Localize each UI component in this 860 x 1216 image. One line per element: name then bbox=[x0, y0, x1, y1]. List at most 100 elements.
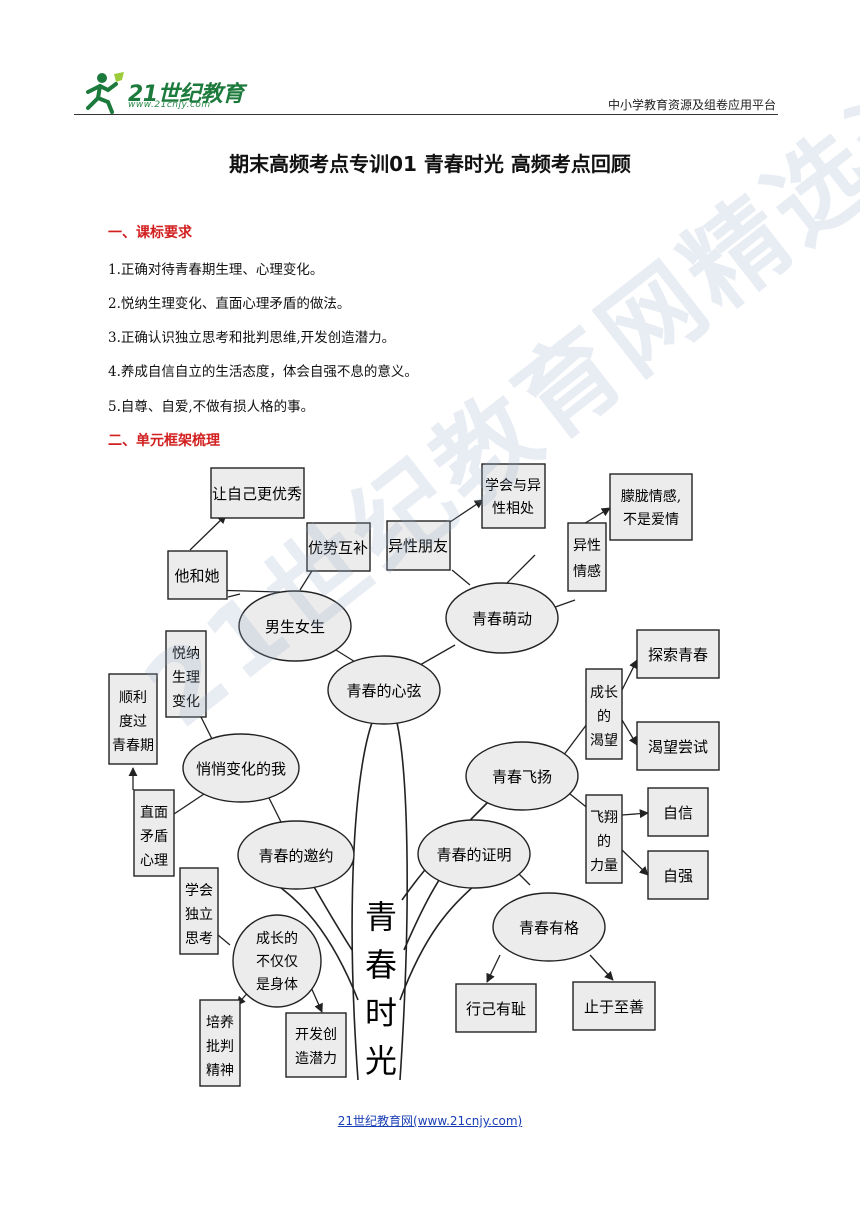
box-label: 止于至善 bbox=[584, 998, 644, 1016]
box-label: 的 bbox=[597, 834, 611, 850]
oval-prove: 青春的证明 bbox=[417, 819, 531, 889]
oval-label: 青春飞扬 bbox=[492, 768, 552, 786]
box-hazy: 朦胧情感, 不是爱情 bbox=[609, 473, 693, 541]
box-face: 直面 矛盾 心理 bbox=[133, 789, 175, 877]
box-label: 思考 bbox=[185, 931, 213, 947]
box-critical: 培养 批判 精神 bbox=[199, 999, 241, 1087]
box-label: 批判 bbox=[206, 1039, 234, 1055]
trunk-char: 青 bbox=[365, 898, 397, 936]
box-label: 学会 bbox=[185, 883, 213, 899]
oval-bud: 青春萌动 bbox=[445, 582, 559, 654]
box-label: 开发创 bbox=[295, 1027, 337, 1043]
box-label: 渴望 bbox=[590, 733, 618, 749]
box-perfect: 止于至善 bbox=[572, 981, 656, 1031]
box-label: 心理 bbox=[140, 853, 168, 869]
box-better: 让自己更优秀 bbox=[210, 467, 305, 519]
oval-style: 青春有格 bbox=[492, 892, 606, 962]
box-try: 渴望尝试 bbox=[636, 721, 720, 771]
box-label: 让自己更优秀 bbox=[212, 485, 302, 503]
oval-label: 悄悄变化的我 bbox=[196, 760, 286, 778]
box-label: 学会与异 bbox=[485, 478, 541, 494]
box-label: 直面 bbox=[140, 804, 168, 821]
box-label: 性相处 bbox=[492, 501, 534, 517]
box-label: 异性朋友 bbox=[388, 537, 448, 555]
box-opposite-friend: 异性朋友 bbox=[386, 520, 451, 571]
oval-label: 青春萌动 bbox=[472, 610, 532, 628]
box-label: 青春期 bbox=[112, 738, 154, 754]
page-header: 21世纪教育 www.21cnjy.com 中小学教育资源及组卷应用平台 bbox=[74, 68, 778, 115]
site-logo: 21世纪教育 www.21cnjy.com bbox=[78, 70, 258, 114]
header-tagline: 中小学教育资源及组卷应用平台 bbox=[607, 98, 776, 112]
oval-invite: 青春的邀约 bbox=[237, 820, 355, 890]
box-label: 变化 bbox=[172, 694, 200, 710]
section-heading-framework: 二、单元框架梳理 bbox=[108, 433, 220, 449]
box-label: 朦胧情感, bbox=[621, 488, 681, 505]
box-confident: 自信 bbox=[647, 787, 709, 837]
box-think: 学会 独立 思考 bbox=[179, 867, 219, 955]
box-label: 矛盾 bbox=[140, 829, 168, 845]
oval-boygirl: 男生女生 bbox=[238, 590, 352, 662]
oval-label: 青春的心弦 bbox=[346, 682, 421, 700]
box-label: 的 bbox=[597, 709, 611, 725]
oval-label: 男生女生 bbox=[265, 618, 325, 636]
box-shame: 行己有耻 bbox=[455, 983, 537, 1033]
oval-heart: 青春的心弦 bbox=[327, 655, 441, 725]
box-accept: 悦纳 生理 变化 bbox=[165, 630, 207, 718]
box-label: 探索青春 bbox=[648, 646, 708, 664]
section-heading-requirements: 一、课标要求 bbox=[108, 225, 192, 241]
oval-label: 青春有格 bbox=[519, 919, 579, 937]
box-label: 异性 bbox=[573, 538, 601, 554]
box-label: 造潜力 bbox=[295, 1051, 337, 1067]
box-label: 飞翔 bbox=[590, 810, 618, 826]
logo-text: 21世纪教育 bbox=[128, 82, 244, 107]
oval-grow: 成长的 不仅仅 是身体 bbox=[232, 914, 322, 1008]
box-desire: 成长 的 渴望 bbox=[585, 668, 623, 760]
box-label: 自强 bbox=[663, 867, 693, 885]
box-label: 自信 bbox=[663, 804, 693, 822]
box-label: 顺利 bbox=[119, 690, 147, 706]
oval-label: 成长的 bbox=[256, 931, 298, 947]
requirement-item: 2.悦纳生理变化、直面心理矛盾的做法。 bbox=[108, 296, 351, 312]
oval-label: 青春的邀约 bbox=[258, 847, 333, 865]
logo-url: www.21cnjy.com bbox=[128, 100, 211, 110]
box-label: 培养 bbox=[206, 1015, 234, 1031]
requirement-item: 3.正确认识独立思考和批判思维,开发创造潜力。 bbox=[108, 330, 396, 346]
box-heshe: 他和她 bbox=[167, 550, 228, 600]
box-explore: 探索青春 bbox=[636, 629, 720, 679]
box-label: 他和她 bbox=[174, 567, 219, 585]
oval-change: 悄悄变化的我 bbox=[182, 733, 300, 803]
trunk-title: 青 春 时 光 bbox=[365, 898, 397, 1080]
box-label: 悦纳 bbox=[172, 646, 200, 662]
oval-label: 不仅仅 bbox=[256, 954, 298, 970]
box-complement: 优势互补 bbox=[306, 522, 371, 572]
footer-link[interactable]: 21世纪教育网(www.21cnjy.com) bbox=[337, 1114, 523, 1128]
box-label: 优势互补 bbox=[308, 539, 368, 557]
runner-logo-icon bbox=[86, 72, 124, 114]
box-label: 生理 bbox=[172, 670, 200, 686]
box-strong: 自强 bbox=[647, 850, 709, 900]
box-label: 精神 bbox=[206, 1063, 234, 1079]
box-label: 不是爱情 bbox=[623, 512, 679, 528]
oval-label: 青春的证明 bbox=[436, 846, 511, 864]
trunk-char: 时 bbox=[365, 994, 397, 1032]
trunk-char: 春 bbox=[365, 946, 397, 984]
box-label: 情感 bbox=[573, 563, 601, 580]
box-opposite-emotion: 异性 情感 bbox=[567, 522, 607, 592]
requirement-item: 1.正确对待青春期生理、心理变化。 bbox=[108, 262, 324, 278]
box-creative: 开发创 造潜力 bbox=[285, 1012, 347, 1078]
oval-label: 是身体 bbox=[256, 977, 298, 993]
box-label: 成长 bbox=[590, 685, 618, 701]
page-title: 期末高频考点专训01 青春时光 高频考点回顾 bbox=[229, 152, 631, 176]
box-label: 独立 bbox=[185, 907, 213, 923]
requirement-item: 4.养成自信自立的生活态度，体会自强不息的意义。 bbox=[108, 364, 418, 380]
box-power: 飞翔 的 力量 bbox=[585, 794, 623, 884]
box-label: 力量 bbox=[590, 858, 618, 874]
box-label: 度过 bbox=[119, 714, 147, 730]
trunk-char: 光 bbox=[365, 1042, 397, 1080]
box-smooth: 顺利 度过 青春期 bbox=[108, 673, 158, 765]
box-label: 行己有耻 bbox=[466, 1000, 526, 1018]
requirement-item: 5.自尊、自爱,不做有损人格的事。 bbox=[108, 399, 315, 415]
box-label: 渴望尝试 bbox=[648, 738, 708, 756]
oval-fly: 青春飞扬 bbox=[465, 741, 579, 811]
